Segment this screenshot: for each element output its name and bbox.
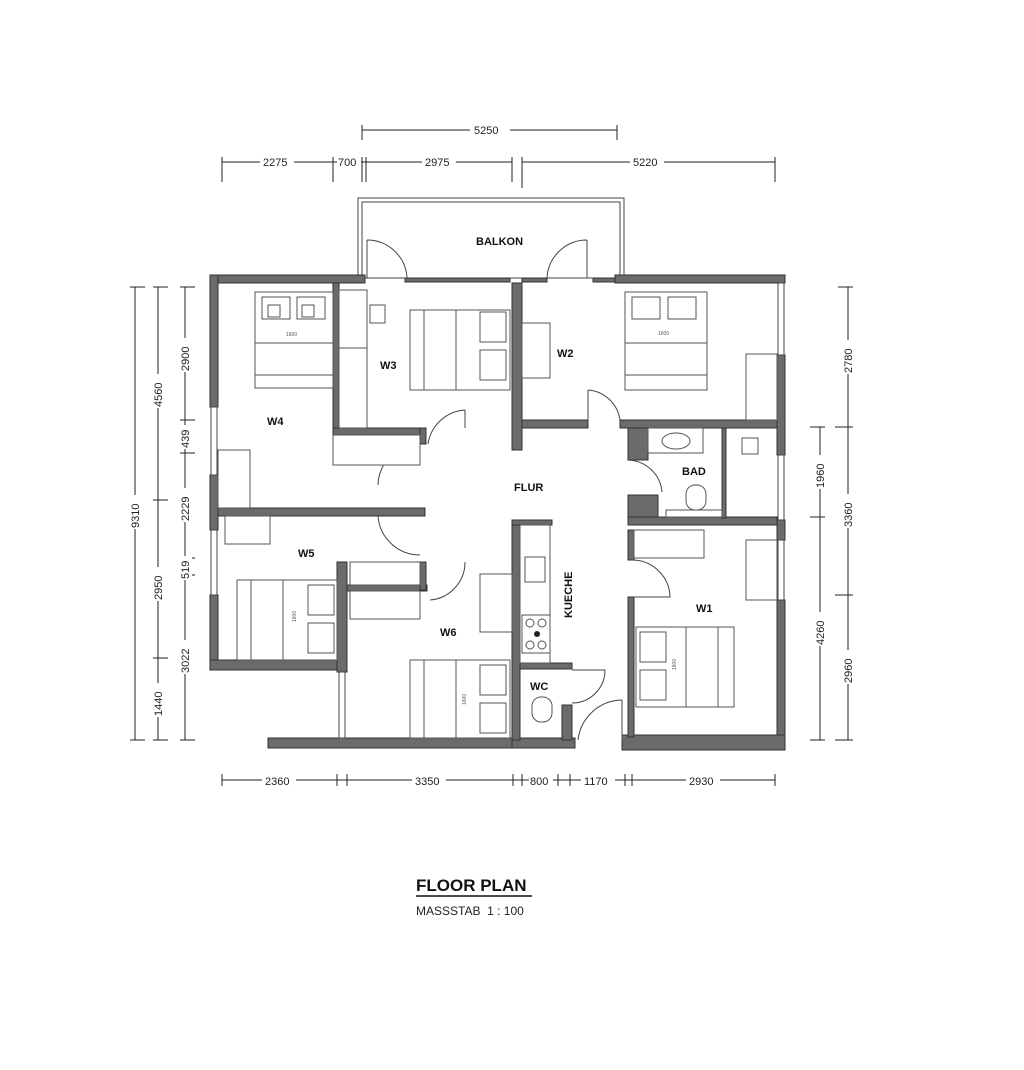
plan-title: FLOOR PLAN — [416, 876, 527, 895]
bed-width-w5: 1600 — [292, 611, 298, 622]
dim-left-overall: 9310 — [130, 504, 142, 528]
dim-left-mid-3: 1440 — [153, 692, 165, 716]
dim-left-inner-3: 2229 — [180, 497, 192, 521]
dim-right-inner-1: 1960 — [815, 464, 827, 488]
room-label-balkon: BALKON — [476, 236, 523, 248]
dim-right-outer-1: 2780 — [843, 349, 855, 373]
room-label-kueche: KUECHE — [563, 572, 575, 618]
dim-bottom-2: 3350 — [415, 776, 439, 788]
dim-left-mid-2: 2950 — [153, 576, 165, 600]
furniture: 1600 1600 1600 1600 — [217, 289, 778, 739]
dim-top-3: 2975 — [425, 157, 449, 169]
windows — [210, 282, 785, 739]
dim-bottom-1: 2360 — [265, 776, 289, 788]
bed-width-w6: 1600 — [462, 694, 468, 705]
room-labels: BALKON W3 W2 W4 FLUR BAD W5 KUECHE W6 W1… — [267, 236, 713, 693]
dim-bottom-3: 800 — [530, 776, 548, 788]
dim-left-mid-1: 4560 — [153, 383, 165, 407]
room-label-wc: WC — [530, 681, 548, 693]
title-block: FLOOR PLAN MASSSTAB 1 : 100 — [416, 876, 532, 918]
scale-label: MASSSTAB 1 : 100 — [416, 904, 524, 918]
dim-bottom-4: 1170 — [584, 776, 608, 788]
room-label-w3: W3 — [380, 360, 397, 372]
dim-right-outer-2: 3360 — [843, 503, 855, 527]
bed-width-w2: 1600 — [658, 331, 669, 337]
dim-right-outer-3: 2960 — [843, 659, 855, 683]
room-label-bad: BAD — [682, 466, 706, 478]
bed-width-w1: 1600 — [672, 659, 678, 670]
dim-bottom-5: 2930 — [689, 776, 713, 788]
dimensions: 5250 2275 700 2975 5220 2360 3350 800 11… — [128, 122, 855, 788]
dim-top-1: 2275 — [263, 157, 287, 169]
dim-top-2: 700 — [338, 157, 356, 169]
bed-width-w4: 1600 — [286, 332, 297, 338]
dim-right-inner-2: 4260 — [815, 621, 827, 645]
dim-left-inner-5: 3022 — [180, 649, 192, 673]
room-label-flur: FLUR — [514, 482, 543, 494]
dim-left-inner-4: 519 — [180, 561, 192, 579]
dim-left-inner-1: 2900 — [180, 347, 192, 371]
room-label-w4: W4 — [267, 416, 284, 428]
doors — [366, 239, 671, 741]
room-label-w5: W5 — [298, 548, 315, 560]
dim-top-4: 5220 — [633, 157, 657, 169]
dim-top-overall: 5250 — [474, 125, 498, 137]
dim-left-inner-2: 439 — [180, 430, 192, 448]
room-label-w6: W6 — [440, 627, 457, 639]
room-label-w2: W2 — [557, 348, 574, 360]
room-label-w1: W1 — [696, 603, 713, 615]
